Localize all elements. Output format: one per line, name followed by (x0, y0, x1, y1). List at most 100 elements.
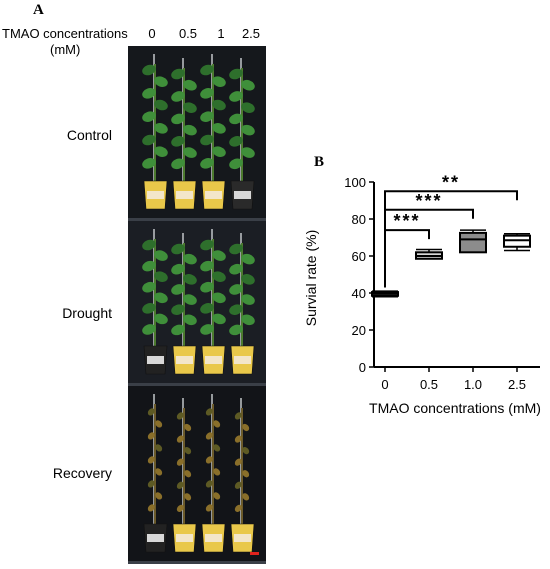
plant-leaf (142, 303, 156, 314)
scale-bar (250, 552, 259, 555)
photo-divider (128, 561, 266, 564)
plant-leaf (142, 134, 156, 146)
plant-leaf (183, 102, 197, 113)
pot-label-sticker (205, 534, 222, 542)
plant-leaf (205, 408, 213, 416)
pot-label-sticker (147, 534, 164, 542)
x-tick-label: 0.5 (420, 377, 438, 392)
photo-row-control (128, 46, 266, 221)
plant-leaf (205, 456, 213, 464)
plant-leaf (229, 243, 243, 255)
plant-leaf (154, 99, 168, 111)
plant-leaf (229, 158, 243, 170)
plant-leaf (154, 76, 168, 87)
plant-leaf (176, 481, 184, 489)
plant-leaf (212, 76, 226, 87)
plant-leaf (171, 91, 185, 102)
plant-leaf (229, 324, 243, 336)
plant-leaf (147, 480, 155, 488)
plant-leaf (171, 284, 185, 295)
plant-leaf (147, 432, 155, 440)
plant-leaf (200, 64, 214, 76)
plant-leaf (200, 303, 214, 314)
plant-leaf (184, 470, 192, 478)
plant-leaf (242, 446, 250, 455)
plant-leaf (241, 253, 255, 265)
plant-leaf (200, 260, 214, 272)
x-tick-label: 2.5 (508, 377, 526, 392)
plant-leaf (205, 480, 213, 488)
box-body (459, 231, 487, 254)
plant-leaf (241, 274, 255, 285)
plant-leaf (176, 504, 184, 512)
plant-leaf (184, 423, 192, 432)
pot-label-sticker (234, 534, 251, 542)
plant-leaf (213, 444, 221, 452)
x-tick-label: 1.0 (464, 377, 482, 392)
plant-leaf (200, 111, 214, 122)
plant-leaf (142, 281, 156, 293)
significance-label: *** (415, 191, 442, 211)
plant-leaf (147, 456, 155, 464)
photo-divider (128, 218, 266, 221)
plant-leaf (184, 493, 192, 501)
plant-leaf (147, 408, 155, 416)
plant-leaf (171, 263, 185, 275)
plant-leaf (242, 423, 250, 432)
pot-label-sticker (176, 191, 193, 199)
plant-leaf (176, 458, 184, 466)
pot-label-sticker (234, 356, 251, 364)
x-tick-label: 0 (381, 377, 388, 392)
panel-b-letter: B (314, 154, 325, 170)
concentration-header: TMAO concentrations (2, 26, 128, 41)
plant-leaf (241, 294, 255, 305)
y-tick-label: 100 (344, 175, 366, 190)
plant-leaf (234, 458, 242, 466)
conc-label-0: 0 (148, 26, 156, 41)
plant-leaf (154, 146, 168, 157)
plant-leaf (176, 412, 184, 420)
plant-leaf (241, 79, 255, 91)
plant-leaf (183, 79, 197, 91)
y-tick-label: 0 (359, 360, 366, 375)
pot-label-sticker (147, 356, 164, 364)
row-label-drought: Drought (62, 305, 112, 321)
plant-leaf (155, 444, 163, 452)
plant-leaf (241, 147, 255, 158)
plant-leaf (154, 250, 168, 261)
plant-leaf (212, 146, 226, 157)
plant-leaf (229, 113, 243, 125)
plant-leaf (242, 470, 250, 478)
plant-leaf (229, 91, 243, 102)
pot-label-sticker (205, 191, 222, 199)
box-plot-chart: Survial rate (%) TMAO concentrations (mM… (303, 172, 541, 416)
plant-leaf (229, 136, 243, 147)
plant-leaf (183, 314, 197, 326)
plant-leaf (155, 468, 163, 476)
plant-leaf (183, 124, 197, 136)
plant-leaf (142, 111, 156, 122)
row-label-recovery: Recovery (52, 465, 112, 481)
plant-leaf (234, 435, 242, 443)
photo-row-drought (128, 221, 266, 386)
y-tick-label: 60 (352, 249, 366, 264)
plant-leaf (142, 239, 156, 251)
significance-label: *** (393, 211, 420, 231)
y-tick-label: 40 (352, 286, 366, 301)
plant-leaf (234, 481, 242, 489)
plant-leaf (171, 136, 185, 147)
plant-leaf (213, 492, 221, 500)
significance-bracket (384, 190, 518, 288)
plant-leaf (205, 504, 213, 512)
significance-label: ** (442, 172, 460, 192)
conc-label-2: 1 (217, 26, 225, 41)
y-tick-label: 80 (352, 212, 366, 227)
plant-leaf (241, 314, 255, 326)
plant-leaf (242, 493, 250, 501)
plant-photo-column (128, 46, 266, 564)
y-axis-label: Survial rate (%) (303, 230, 319, 326)
plant-leaf (212, 271, 226, 282)
pot-label-sticker (205, 356, 222, 364)
plant-leaf (213, 420, 221, 428)
plant-leaf (142, 158, 156, 169)
